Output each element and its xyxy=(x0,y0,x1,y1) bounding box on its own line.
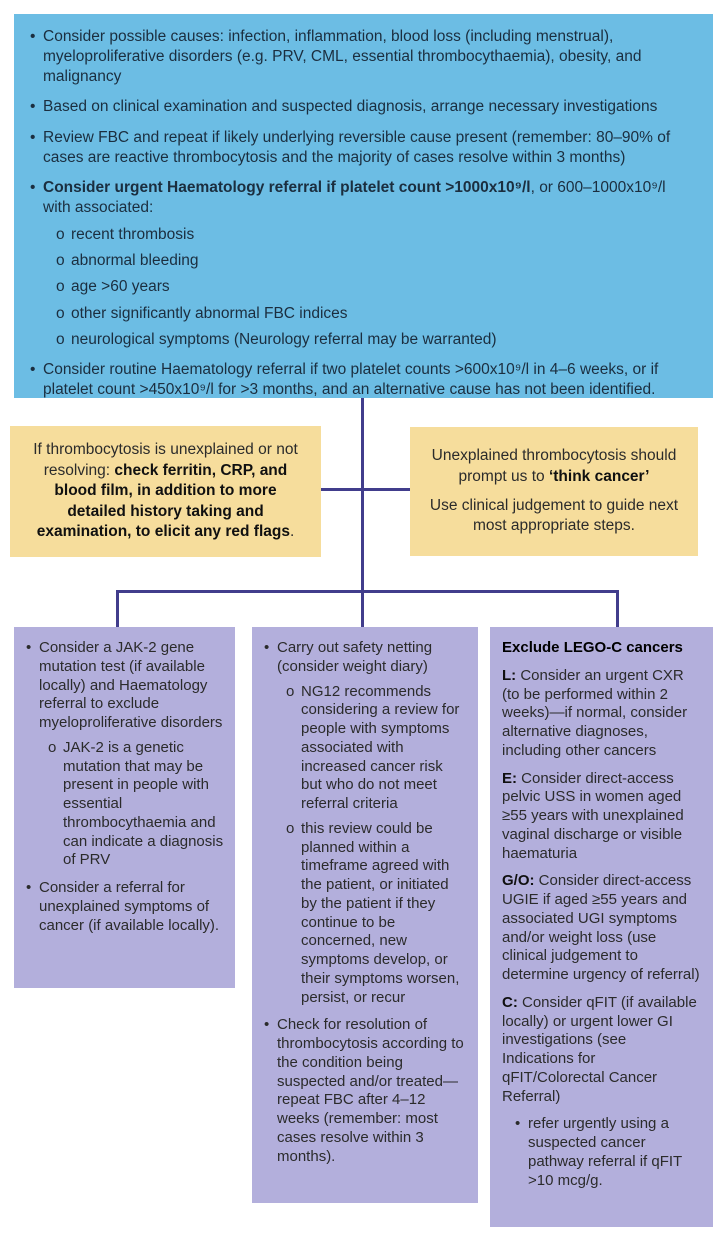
bullet-routine-referral: • Consider routine Haematology referral … xyxy=(30,360,697,400)
sub-item-text: NG12 recommends considering a review for… xyxy=(301,682,460,813)
jak2-panel: • Consider a JAK-2 gene mutation test (i… xyxy=(14,627,235,988)
sub-marker: o xyxy=(56,278,65,296)
bullet-cancer-referral-text: Consider a referral for unexplained symp… xyxy=(39,879,220,934)
sub-item-age: o age >60 years xyxy=(56,277,697,297)
sub-item-fbc-indices: o other significantly abnormal FBC indic… xyxy=(56,304,697,324)
lego-c-sublist: • refer urgently using a suspected cance… xyxy=(515,1115,702,1190)
safety-netting-panel: • Carry out safety netting (consider wei… xyxy=(252,627,478,1203)
bullet-jak2-test: • Consider a JAK-2 gene mutation test (i… xyxy=(26,639,224,870)
bullet-marker: • xyxy=(264,1016,270,1034)
safety-netting-sublist: o NG12 recommends considering a review f… xyxy=(286,683,467,1008)
sub-item-qfit-referral: • refer urgently using a suspected cance… xyxy=(515,1115,702,1190)
bullet-investigations-text: Based on clinical examination and suspec… xyxy=(43,98,658,116)
bullet-safety-netting: • Carry out safety netting (consider wei… xyxy=(264,639,467,1007)
urgent-referral-sublist: o recent thrombosis o abnormal bleeding … xyxy=(56,225,697,350)
clinical-judgement-text: Use clinical judgement to guide next mos… xyxy=(429,497,679,535)
bullet-marker: • xyxy=(30,178,36,196)
connector-trunk-line xyxy=(361,398,364,627)
unexplained-workup-note: If thrombocytosis is unexplained or not … xyxy=(10,426,321,557)
bullet-safety-netting-text: Carry out safety netting (consider weigh… xyxy=(277,639,467,1007)
sub-item-ng12: o NG12 recommends considering a review f… xyxy=(286,683,467,814)
bullet-marker: • xyxy=(30,98,36,116)
urgent-referral-lead: Consider urgent Haematology referral if … xyxy=(43,178,666,216)
sub-item-text: recent thrombosis xyxy=(71,226,195,244)
lego-c-item-lung: L: Consider an urgent CXR (to be perform… xyxy=(502,666,688,759)
bullet-marker: • xyxy=(30,128,36,146)
bullet-marker: • xyxy=(26,639,32,656)
bullet-check-resolution-text: Check for resolution of thrombocytosis a… xyxy=(277,1016,464,1165)
sub-marker: o xyxy=(56,252,65,270)
think-cancer-text: Unexplained thrombocytosis should prompt… xyxy=(431,447,677,485)
bullet-jak2-test-text: Consider a JAK-2 gene mutation test (if … xyxy=(39,639,224,870)
think-cancer-note: Unexplained thrombocytosis should prompt… xyxy=(410,427,698,556)
sub-item-text: this review could be planned within a ti… xyxy=(301,819,460,1006)
bullet-marker: • xyxy=(30,28,36,45)
bullet-marker: • xyxy=(515,1115,521,1133)
sub-marker: o xyxy=(56,226,65,244)
bullet-routine-referral-text: Consider routine Haematology referral if… xyxy=(43,360,659,398)
sub-marker: o xyxy=(56,330,65,348)
sub-item-jak2-info: o JAK-2 is a genetic mutation that may b… xyxy=(48,739,224,870)
safety-netting-lead: Carry out safety netting (consider weigh… xyxy=(277,639,433,675)
bullet-review-fbc-text: Review FBC and repeat if likely underlyi… xyxy=(43,128,671,166)
bullet-causes-text: Consider possible causes: infection, inf… xyxy=(43,28,642,86)
bullet-marker: • xyxy=(264,639,270,656)
sub-item-text: neurological symptoms (Neurology referra… xyxy=(71,330,497,348)
sub-item-review-plan: o this review could be planned within a … xyxy=(286,820,467,1008)
bullet-causes: • Consider possible causes: infection, i… xyxy=(30,27,697,87)
assessment-panel: • Consider possible causes: infection, i… xyxy=(14,14,713,398)
jak2-test-lead: Consider a JAK-2 gene mutation test (if … xyxy=(39,639,223,731)
unexplained-workup-text: If thrombocytosis is unexplained or not … xyxy=(33,441,298,541)
lego-c-panel: Exclude LEGO-C cancers L: Consider an ur… xyxy=(490,627,713,1227)
sub-item-thrombosis: o recent thrombosis xyxy=(56,225,697,245)
connector-left-stub-line xyxy=(116,590,119,627)
sub-item-text: refer urgently using a suspected cancer … xyxy=(528,1115,682,1189)
bullet-cancer-referral: • Consider a referral for unexplained sy… xyxy=(26,879,224,935)
sub-marker: o xyxy=(48,738,57,756)
sub-marker: o xyxy=(56,304,65,322)
bullet-investigations: • Based on clinical examination and susp… xyxy=(30,97,697,117)
connector-right-stub-line xyxy=(616,590,619,627)
connector-distribution-line xyxy=(116,590,619,593)
bullet-urgent-referral: • Consider urgent Haematology referral i… xyxy=(30,178,697,350)
sub-item-neurological: o neurological symptoms (Neurology refer… xyxy=(56,330,697,350)
bullet-check-resolution: • Check for resolution of thrombocytosis… xyxy=(264,1016,467,1166)
sub-item-text: age >60 years xyxy=(71,278,170,296)
jak2-sublist: o JAK-2 is a genetic mutation that may b… xyxy=(48,739,224,870)
bullet-review-fbc: • Review FBC and repeat if likely underl… xyxy=(30,128,697,168)
connector-yellow-line xyxy=(321,488,410,491)
sub-item-text: other significantly abnormal FBC indices xyxy=(71,304,348,322)
sub-item-text: JAK-2 is a genetic mutation that may be … xyxy=(63,738,224,869)
bullet-urgent-referral-text: Consider urgent Haematology referral if … xyxy=(43,178,697,350)
sub-item-bleeding: o abnormal bleeding xyxy=(56,251,697,271)
lego-c-title: Exclude LEGO-C cancers xyxy=(502,639,683,656)
lego-c-item-endometrial: E: Consider direct-access pelvic USS in … xyxy=(502,769,684,862)
sub-marker: o xyxy=(286,819,295,837)
bullet-marker: • xyxy=(30,360,36,378)
lego-c-item-colorectal: C: Consider qFIT (if available locally) … xyxy=(502,993,697,1105)
bullet-marker: • xyxy=(26,879,32,896)
lego-c-item-gastro-oesophageal: G/O: Consider direct-access UGIE if aged… xyxy=(502,872,700,983)
sub-item-text: abnormal bleeding xyxy=(71,252,199,270)
sub-marker: o xyxy=(286,682,295,700)
